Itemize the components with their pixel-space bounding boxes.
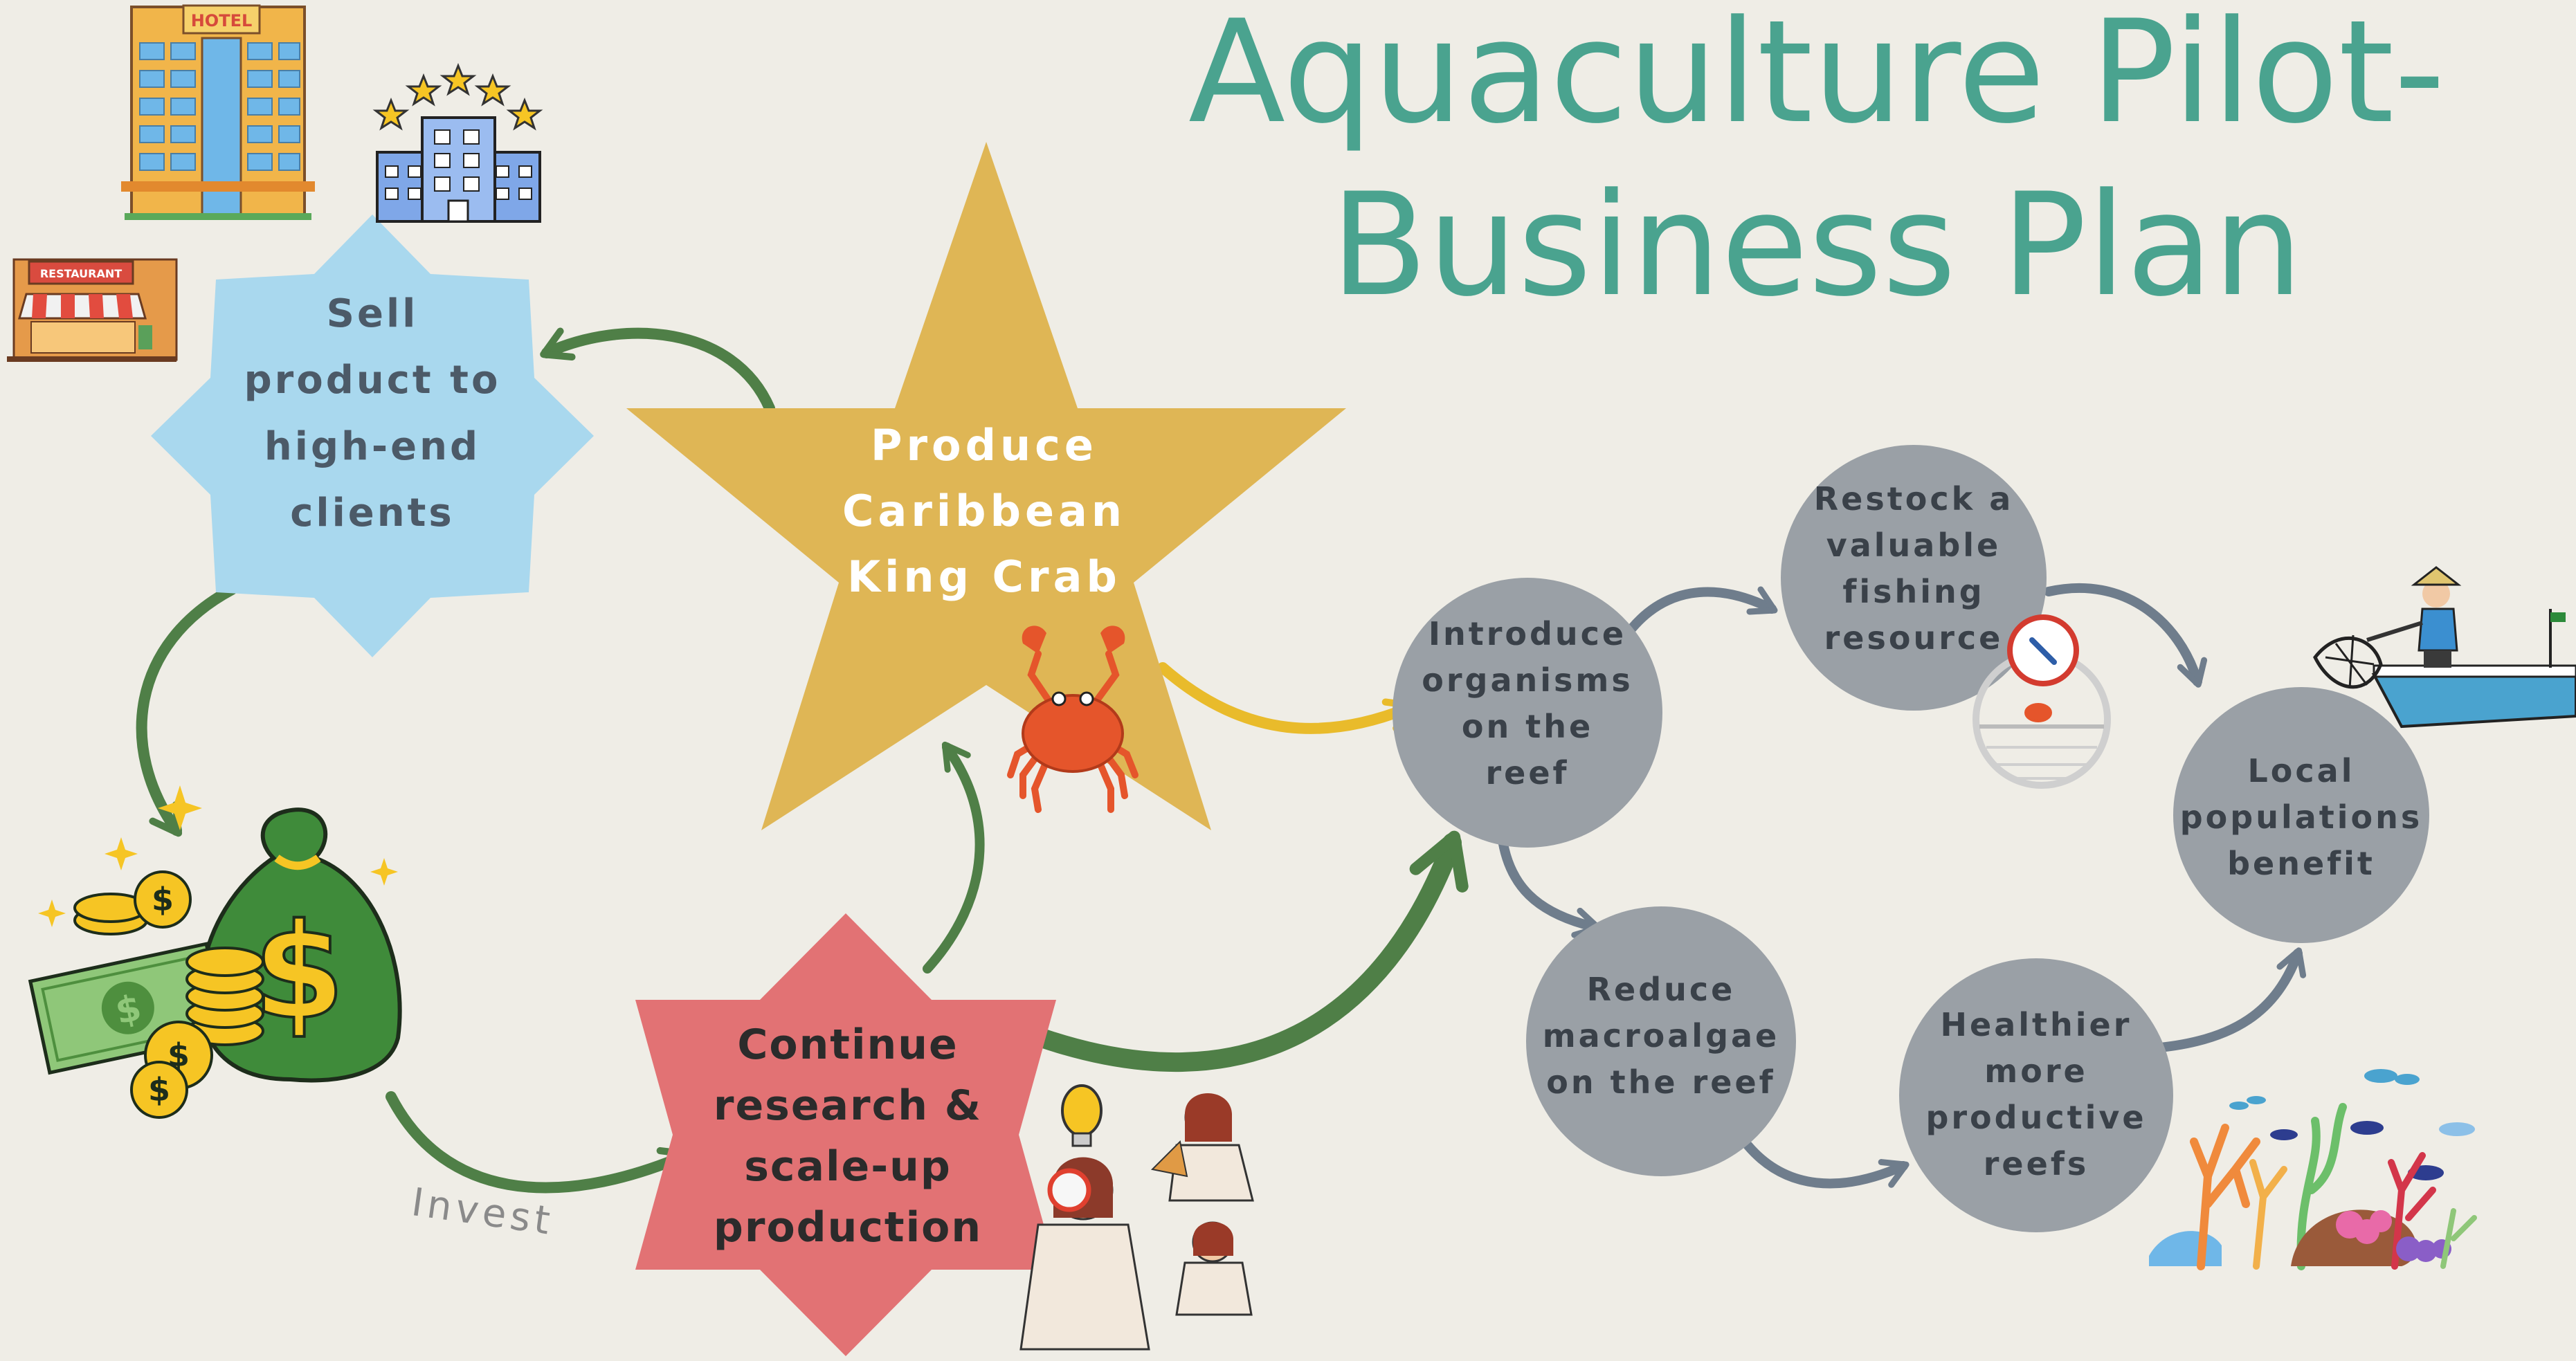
healthier-node-shape (1899, 958, 2173, 1232)
arrows (136, 327, 2307, 1194)
arrow-sell-to-money (136, 584, 237, 837)
healthier-node-label: Healthier more productive reefs (1925, 1006, 2146, 1182)
arrow-introduce-to-reduce (1497, 831, 1602, 938)
introduce-node-shape (1393, 578, 1662, 848)
introduce-node-label: Introduce organisms on the reef (1422, 615, 1633, 792)
five-star-hotel-icon (372, 62, 543, 223)
sell-node-shape (151, 214, 594, 657)
sell-label-line-2: product to (244, 358, 501, 403)
restaurant-icon: RESTAURANT (7, 258, 178, 362)
research-node-shape (635, 913, 1056, 1356)
restock-node-shape (1781, 445, 2047, 711)
arrow-reduce-to-healthier (1743, 1140, 1910, 1189)
introduce-label-line-2: organisms (1422, 661, 1633, 699)
arrow-research-to-produce (923, 741, 985, 974)
restock-node-label: Restock a valuable fishing resource (1814, 480, 2014, 657)
introduce-label-line-1: Introduce (1428, 615, 1626, 652)
research-label-line-2: research & (714, 1081, 982, 1130)
title-line-2: Business Plan (1330, 163, 2303, 328)
fishing-net-icon (1972, 614, 2111, 789)
restock-label-line-4: resource (1824, 619, 2004, 657)
introduce-label-line-4: reef (1485, 754, 1569, 792)
research-label-line-3: scale-up (744, 1142, 952, 1191)
svg-text:$: $ (253, 895, 345, 1048)
restock-label-line-3: fishing (1842, 573, 1984, 610)
arrow-research-to-introduce (1032, 830, 1469, 1072)
crab-icon (1007, 625, 1139, 813)
sell-label-line-3: high-end (264, 424, 480, 469)
restock-label-line-2: valuable (1826, 527, 2001, 564)
produce-label-line-3: King Crab (847, 551, 1121, 602)
arrow-restock-to-local (2044, 583, 2208, 688)
produce-label-line-1: Produce (871, 420, 1098, 471)
hotel-icon: HOTEL (121, 4, 315, 220)
local-node-label: Local populations benefit (2180, 752, 2423, 882)
arrow-money-to-research (386, 1091, 692, 1194)
reduce-label-line-3: on the reef (1546, 1063, 1775, 1101)
restaurant-sign-text: RESTAURANT (40, 267, 122, 280)
hotel-sign-text: HOTEL (191, 11, 253, 30)
local-node-shape (2173, 687, 2429, 943)
arrow-introduce-to-restock (1618, 586, 1778, 645)
produce-node-shape (626, 142, 1346, 830)
restock-label-line-1: Restock a (1814, 480, 2014, 518)
sell-label-line-4: clients (290, 491, 455, 536)
arrow-healthier-to-local (2148, 947, 2307, 1053)
fisherman-boat-icon (2313, 566, 2576, 729)
sell-label-line-1: Sell (327, 291, 419, 336)
coral-reef-icon (2149, 1069, 2477, 1270)
arrow-produce-to-sell (540, 327, 775, 414)
local-label-line-2: populations (2180, 798, 2423, 836)
produce-label-line-2: Caribbean (842, 486, 1126, 536)
svg-text:$: $ (167, 1036, 190, 1074)
produce-node-label: Produce Caribbean King Crab (842, 420, 1126, 602)
healthier-label-line-4: reefs (1984, 1145, 2089, 1182)
research-node-label: Continue research & scale-up production (714, 1021, 982, 1252)
research-label-line-1: Continue (737, 1021, 958, 1069)
reduce-label-line-2: macroalgae (1543, 1017, 1780, 1054)
reduce-node-shape (1526, 906, 1796, 1176)
svg-text:$: $ (152, 881, 174, 918)
local-label-line-1: Local (2248, 752, 2355, 789)
healthier-label-line-3: productive (1925, 1099, 2146, 1136)
local-label-line-3: benefit (2227, 845, 2375, 882)
arrow-crab-to-introduce (1157, 662, 1417, 734)
introduce-label-line-3: on the (1462, 708, 1593, 745)
money-bag-icon: $ $ $$$ (28, 785, 402, 1119)
researchers-icon (1019, 1084, 1254, 1351)
healthier-label-line-2: more (1984, 1052, 2087, 1090)
sell-node-label: Sell product to high-end clients (244, 291, 501, 536)
title-line-1: Aquaculture Pilot- (1188, 0, 2445, 155)
healthier-label-line-1: Healthier (1941, 1006, 2132, 1043)
reduce-node-label: Reduce macroalgae on the reef (1543, 971, 1780, 1101)
svg-text:$: $ (148, 1071, 170, 1108)
research-label-line-4: production (714, 1203, 982, 1252)
reduce-label-line-1: Reduce (1587, 971, 1736, 1008)
